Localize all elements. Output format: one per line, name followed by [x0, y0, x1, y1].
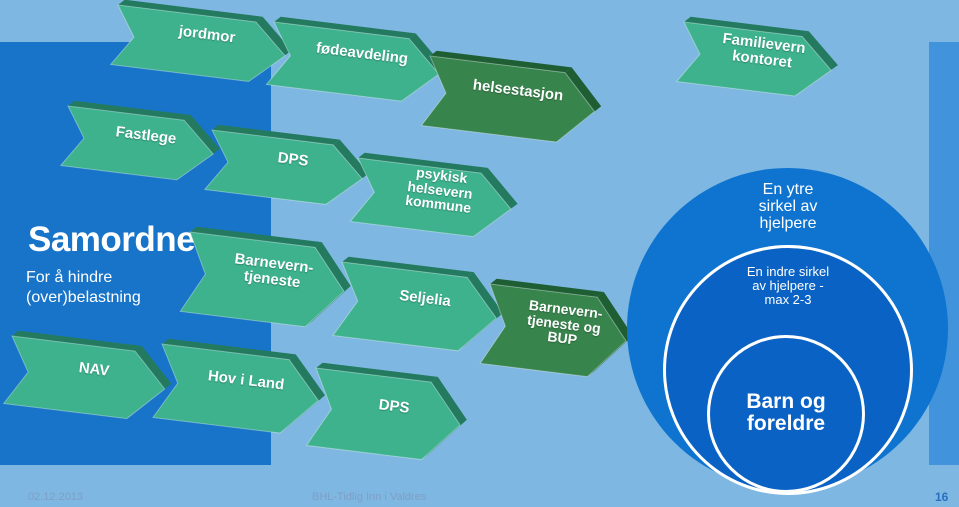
right-panel — [929, 42, 959, 465]
chevron-top-dps-bottom — [316, 362, 438, 383]
chevron-top-fodeavdeling — [274, 16, 416, 39]
chevron-side-fastlege — [176, 115, 220, 180]
chevron-face-nav — [2, 335, 166, 420]
chevron-face-hov — [152, 343, 319, 434]
subtitle-line-2: (over)belastning — [26, 289, 141, 306]
chevron-side-nav — [126, 345, 172, 419]
chevron-face-dps-bottom — [305, 367, 461, 461]
page-number: 16 — [935, 490, 949, 504]
footer-title: BHL-Tidlig Inn i Valdres — [312, 491, 427, 503]
chevron-top-nav — [12, 330, 142, 352]
chevron-nav — [2, 330, 172, 420]
chevron-side-barnevern-bup — [587, 291, 633, 377]
inner-circle-label: Barn og foreldre — [746, 390, 826, 435]
footer-date: 02.12.2013 — [28, 491, 84, 503]
chevron-side-jordmor — [248, 16, 292, 82]
chevron-top-hov — [162, 338, 296, 360]
chevron-top-jordmor — [118, 0, 263, 22]
chevron-top-fastlege — [68, 100, 191, 121]
chevron-fastlege — [59, 100, 220, 181]
middle-circle-label: En indre sirkel av hjelpere - max 2-3 — [746, 264, 830, 307]
chevron-familievern — [675, 16, 838, 97]
outer-circle-label: En ytre sirkel av hjelpere — [758, 181, 818, 232]
chevron-top-familievern — [684, 16, 809, 37]
inner-circle — [707, 335, 865, 493]
chevron-barnevern — [179, 226, 351, 328]
chevron-top-psykisk — [358, 152, 488, 174]
chevron-face-dps-top — [203, 129, 363, 205]
chevron-top-barnevern — [190, 226, 322, 248]
chevron-side-hov — [280, 354, 325, 434]
subtitle-line-1: For å hindre — [26, 269, 113, 286]
chevron-helsestasjon — [420, 50, 602, 143]
chevron-psykisk — [349, 152, 518, 238]
chevron-side-seljelia — [458, 272, 503, 351]
chevron-top-barnevern-bup — [490, 278, 604, 298]
chevron-dps-bottom — [305, 362, 467, 461]
chevron-hov — [152, 338, 325, 434]
chevron-jordmor — [109, 0, 292, 83]
chevron-face-fastlege — [59, 105, 214, 181]
chevron-top-seljelia — [342, 256, 474, 278]
chevron-side-dps-top — [325, 139, 369, 205]
chevron-seljelia — [332, 256, 503, 352]
chevron-side-familievern — [794, 31, 838, 97]
chevron-face-seljelia — [332, 261, 497, 352]
chevron-face-familievern — [675, 21, 832, 97]
chevron-barnevern-bup — [479, 278, 633, 378]
chevron-top-helsestasjon — [430, 50, 572, 73]
slide-subtitle: For å hindre (over)belastning — [26, 268, 141, 308]
chevron-face-helsestasjon — [420, 55, 596, 143]
chevron-face-fodeavdeling — [265, 21, 440, 102]
chevron-side-dps-bottom — [421, 376, 467, 460]
chevron-face-psykisk — [349, 157, 512, 238]
chevron-face-barnevern — [179, 231, 345, 328]
chevron-dps-top — [203, 124, 369, 205]
slide-title: Samordne — [28, 220, 196, 259]
chevron-top-dps-top — [212, 124, 340, 145]
chevron-side-psykisk — [473, 167, 518, 237]
chevron-face-barnevern-bup — [479, 283, 627, 378]
chevron-side-barnevern — [305, 242, 351, 327]
chevron-side-helsestasjon — [556, 67, 602, 143]
chevron-face-jordmor — [109, 4, 286, 83]
